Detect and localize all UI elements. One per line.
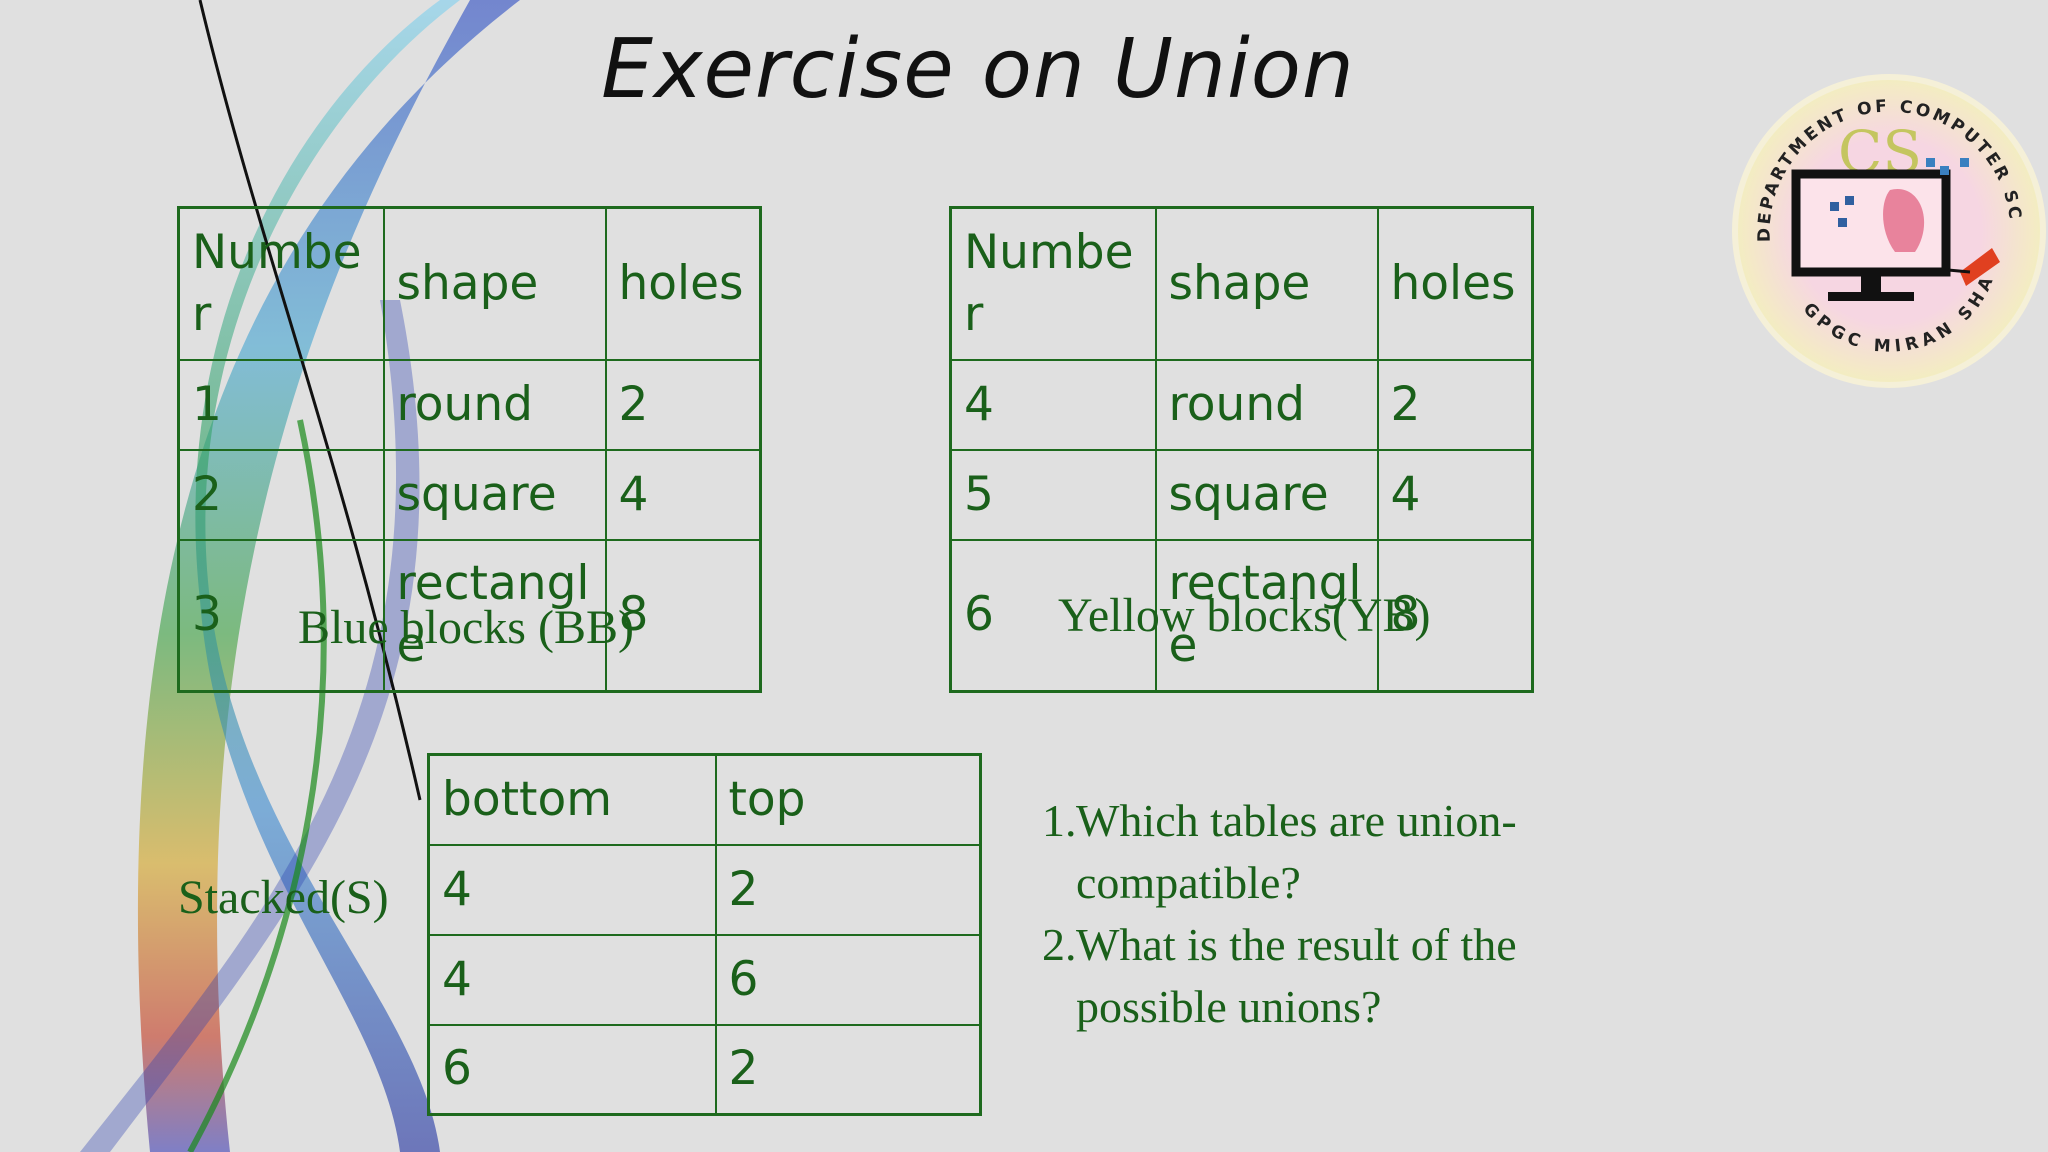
header-cell: Number bbox=[949, 206, 1157, 361]
table-cell: round bbox=[382, 358, 607, 451]
table-row: 1 round 2 bbox=[177, 358, 762, 451]
table-cell: 2 bbox=[714, 843, 982, 936]
table-cell: round bbox=[1154, 358, 1379, 451]
table-cell: 2 bbox=[604, 358, 762, 451]
header-cell: shape bbox=[382, 206, 607, 361]
table-cell: 1 bbox=[177, 358, 385, 451]
department-logo: DEPARTMENT OF COMPUTER SCIENCE GPGC MIRA… bbox=[1730, 72, 2046, 388]
stacked-table: bottom top 4 2 4 6 6 2 bbox=[427, 753, 982, 1116]
blue-blocks-table: Number shape holes 1 round 2 2 square 4 … bbox=[177, 206, 762, 693]
header-cell: Number bbox=[177, 206, 385, 361]
table-cell: 6 bbox=[949, 538, 1157, 693]
table-row: 4 round 2 bbox=[949, 358, 1534, 451]
table-cell: rectangle bbox=[1154, 538, 1379, 693]
stacked-caption: Stacked(S) bbox=[178, 871, 389, 924]
question-item: 2. What is the result of the possible un… bbox=[1042, 914, 1602, 1038]
header-cell: shape bbox=[1154, 206, 1379, 361]
table-row: 4 2 bbox=[427, 843, 982, 936]
table-cell: 6 bbox=[427, 1023, 717, 1116]
header-cell: bottom bbox=[427, 753, 717, 846]
table-cell: 2 bbox=[1376, 358, 1534, 451]
table-row: 4 6 bbox=[427, 933, 982, 1026]
table-cell: 6 bbox=[714, 933, 982, 1026]
question-number: 1. bbox=[1042, 795, 1077, 846]
table-cell: 8 bbox=[604, 538, 762, 693]
table-row: 2 square 4 bbox=[177, 448, 762, 541]
table-cell: 2 bbox=[714, 1023, 982, 1116]
table-row: 3 rectangle 8 bbox=[177, 538, 762, 693]
table-header-row: Number shape holes bbox=[177, 206, 762, 361]
table-row: 6 2 bbox=[427, 1023, 982, 1116]
table-cell: 4 bbox=[1376, 448, 1534, 541]
table-row: 6 rectangle 8 bbox=[949, 538, 1534, 693]
header-cell: holes bbox=[1376, 206, 1534, 361]
table-cell: 4 bbox=[427, 843, 717, 936]
table-cell: 3 bbox=[177, 538, 385, 693]
table-cell: 4 bbox=[949, 358, 1157, 451]
question-number: 2. bbox=[1042, 919, 1077, 970]
table-cell: square bbox=[1154, 448, 1379, 541]
table-cell: 2 bbox=[177, 448, 385, 541]
blue-blocks-caption: Blue blocks (BB) bbox=[298, 601, 634, 654]
question-item: 1. Which tables are union-compatible? bbox=[1042, 790, 1602, 914]
table-header-row: Number shape holes bbox=[949, 206, 1534, 361]
table-cell: square bbox=[382, 448, 607, 541]
table-header-row: bottom top bbox=[427, 753, 982, 846]
table-cell: 5 bbox=[949, 448, 1157, 541]
header-cell: top bbox=[714, 753, 982, 846]
table-cell: 4 bbox=[604, 448, 762, 541]
yellow-blocks-caption: Yellow blocks(YB) bbox=[1058, 589, 1431, 642]
question-text: Which tables are union-compatible? bbox=[1076, 795, 1517, 908]
table-cell: 4 bbox=[427, 933, 717, 1026]
question-text: What is the result of the possible union… bbox=[1076, 919, 1517, 1032]
header-cell: holes bbox=[604, 206, 762, 361]
table-row: 5 square 4 bbox=[949, 448, 1534, 541]
table-cell: 8 bbox=[1376, 538, 1534, 693]
table-cell: rectangle bbox=[382, 538, 607, 693]
question-list: 1. Which tables are union-compatible? 2.… bbox=[1042, 790, 1602, 1038]
yellow-blocks-table: Number shape holes 4 round 2 5 square 4 … bbox=[949, 206, 1534, 693]
slide-title: Exercise on Union bbox=[601, 22, 1355, 117]
